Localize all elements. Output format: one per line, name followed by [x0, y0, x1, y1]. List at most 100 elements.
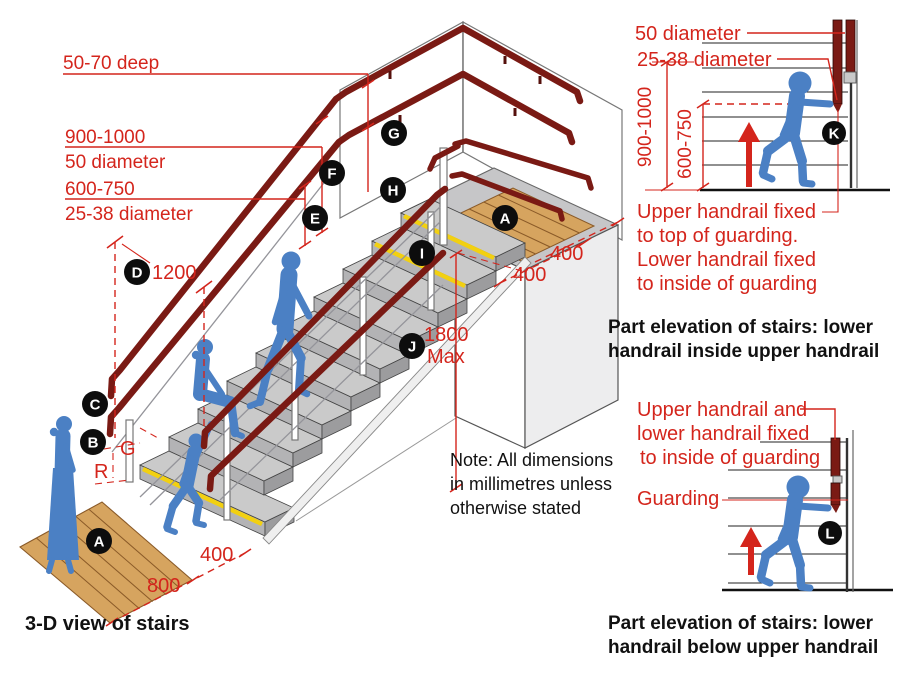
dim-tick [361, 79, 375, 89]
marker-e: E [302, 205, 328, 231]
marker-letter: D [132, 265, 143, 282]
ground-edge-line [295, 417, 457, 522]
leader-handrails-note [800, 408, 836, 440]
lower-handrail-far [106, 70, 576, 438]
dim-tick [449, 483, 463, 493]
figure-child-climbing [163, 421, 214, 535]
step-side [350, 382, 381, 412]
dim-label-1800: 1800 [424, 324, 469, 346]
elevation-top: 900-1000 600-750 K 50 diameter 25-38 dia… [608, 19, 890, 362]
marker-g: G [381, 120, 407, 146]
newel-post [125, 419, 134, 483]
dim-label-lower-dia: 25-38 diameter [65, 204, 193, 225]
dim-label-900-1000: 900-1000 [635, 87, 656, 167]
step-side [321, 410, 352, 440]
elev-top-dia-lower: 25-38 diameter [637, 49, 772, 71]
elev-top-annotation: Upper handrail fixed [637, 201, 816, 223]
marker-k: K [822, 121, 846, 145]
marker-f: F [319, 160, 345, 186]
marker-letter: A [94, 534, 105, 551]
dim-label-600-750: 600-750 [675, 109, 696, 179]
dim-label-1200: 1200 [152, 262, 197, 284]
dim-label-floor-400: 400 [200, 544, 233, 566]
upper-handrail-far [107, 24, 584, 400]
dim-tick [106, 235, 124, 249]
note-line: in millimetres unless [450, 474, 612, 494]
elev-bottom-annotation: lower handrail fixed [637, 423, 809, 445]
landing-corner-post [439, 147, 448, 246]
elev-top-annotation: Lower handrail fixed [637, 249, 816, 271]
marker-letter: E [310, 211, 320, 228]
dim-label-max: Max [427, 346, 465, 368]
dim-label-upper-height: 900-1000 [65, 127, 145, 148]
marker-letter: F [327, 166, 336, 183]
note-block: Note: All dimensions in millimetres unle… [450, 450, 613, 518]
dim-label-landing-400a: 400 [550, 243, 583, 265]
dim-label-deep: 50-70 deep [63, 53, 159, 74]
elev-top-annotation: to top of guarding. [637, 225, 798, 247]
landing-handrail-corner [427, 143, 461, 172]
figure-child-elevation-top [763, 72, 830, 185]
marker-letter: K [829, 126, 840, 143]
landing-handrail-upper [452, 138, 594, 191]
figure-child-elevation-bottom [761, 476, 828, 589]
deck-plank-line [498, 194, 580, 234]
dim-line-floor [111, 552, 246, 623]
leader-25-38-diameter [777, 58, 838, 101]
rail-bracket [843, 71, 857, 84]
dim-riser-line [94, 479, 131, 485]
marker-letter: B [88, 435, 99, 452]
marker-b: B [80, 429, 106, 455]
floor-plank-line [75, 516, 167, 595]
marker-letter: I [420, 246, 424, 263]
dim-tick [298, 180, 312, 190]
marker-h: H [380, 177, 406, 203]
elev-top-dims: 900-1000 600-750 [635, 57, 710, 192]
climb-arrow-top [738, 122, 760, 187]
dim-tick [611, 217, 625, 227]
step-side [263, 466, 294, 496]
floor-plank-line [88, 508, 180, 588]
yellow-nosing-strip [403, 213, 495, 261]
elev-top-rails [832, 19, 858, 188]
upper-handrail-near [200, 185, 449, 450]
landing-handrail-lower [449, 171, 565, 222]
elev-bottom-caption: Part elevation of stairs: lower [608, 613, 874, 634]
marker-l: L [818, 521, 842, 545]
lower-handrail-near [206, 249, 447, 493]
marker-letter: C [90, 397, 101, 414]
lower-handrail-tip [831, 505, 840, 513]
dimensions-3d: 50-70 deep 900-1000 50 diameter 600-750 … [63, 53, 625, 627]
dim-label-floor-800: 800 [147, 575, 180, 597]
marker-a-floor: A [86, 528, 112, 554]
dim-tick [578, 237, 592, 247]
upper-handrail-bar [830, 437, 841, 477]
floor-plank-line [62, 523, 153, 602]
dim-tick [298, 240, 312, 250]
elev-bottom-annotation: to inside of guarding [640, 447, 820, 469]
elev-top-caption: handrail inside upper handrail [608, 341, 879, 362]
marker-d: D [124, 259, 150, 285]
elev-bottom-annotation: Upper handrail and [637, 399, 807, 421]
elev-top-caption: Part elevation of stairs: lower [608, 317, 874, 338]
dim-tick [105, 617, 119, 627]
dim-line-400 [499, 241, 586, 284]
near-guard-wire [219, 284, 444, 501]
3d-view: 50-70 deep 900-1000 50 diameter 600-750 … [19, 20, 625, 635]
lower-handrail-bar [830, 482, 841, 506]
dim-label-riser: R [94, 461, 108, 483]
marker-j: J [399, 333, 425, 359]
elev-bottom-caption: handrail below upper handrail [608, 637, 878, 658]
upper-handrail-bar [845, 19, 856, 73]
wall-handrails [106, 24, 584, 438]
dim-tick [315, 115, 329, 125]
step-side [379, 354, 410, 384]
marker-letter: H [388, 183, 399, 200]
yellow-nosing-strip [142, 466, 263, 527]
dim-tick [493, 278, 507, 288]
dim-tick [449, 249, 463, 259]
dim-label-landing-400b: 400 [513, 264, 546, 286]
step-side [437, 298, 468, 328]
dim-going-line [103, 442, 141, 450]
